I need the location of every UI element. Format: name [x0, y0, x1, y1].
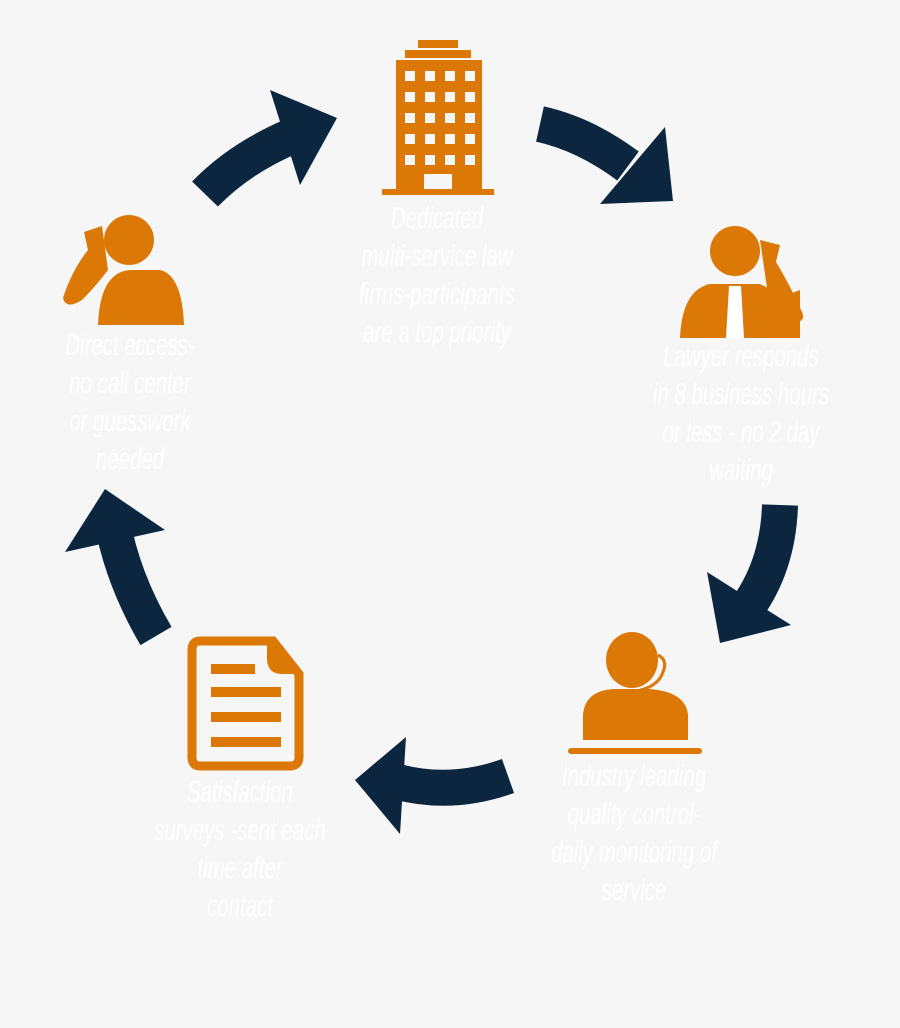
caption-line: quality control- — [567, 796, 701, 831]
caption-line: service — [601, 872, 667, 907]
caption-line: needed — [95, 441, 165, 476]
caption-quality-control: Industry leading quality control- daily … — [454, 757, 814, 909]
caption-line: time after — [197, 850, 283, 885]
caption-line: Lawyer responds — [663, 338, 819, 373]
caption-satisfaction-surveys: Satisfaction surveys -sent each time aft… — [60, 773, 420, 925]
cycle-arrow-2 — [535, 106, 639, 181]
caption-line: surveys -sent each — [154, 812, 326, 847]
arrowhead-1 — [270, 90, 337, 185]
caption-line: contact — [207, 888, 273, 923]
caption-lawyer-responds: Lawyer responds in 8 business hours or l… — [561, 337, 900, 489]
cycle-arrow-1 — [192, 119, 300, 207]
caption-line: or less - no 2 day — [662, 414, 820, 449]
caption-dedicated-firms: Dedicated multi-service law firms-partic… — [257, 199, 617, 351]
caption-line: multi-service law — [361, 238, 513, 273]
cycle-arrow-3 — [729, 504, 798, 624]
caption-line: Direct access- — [65, 327, 195, 362]
office-building-icon — [382, 40, 494, 195]
caption-direct-access: Direct access- no call center or guesswo… — [0, 326, 310, 478]
caption-line: waiting — [709, 452, 773, 487]
caption-line: no call center — [69, 365, 191, 400]
arrowhead-5 — [65, 489, 165, 552]
caption-line: firms-participants — [359, 276, 515, 311]
caption-line: Satisfaction — [187, 774, 293, 809]
arrowhead-2 — [600, 127, 673, 204]
caption-line: in 8 business hours — [652, 376, 830, 411]
caption-line: are a top priority — [363, 314, 511, 349]
caption-line: Industry leading — [561, 758, 707, 793]
person-on-phone-icon — [63, 215, 184, 325]
arrowhead-4 — [355, 737, 406, 834]
lawyer-on-phone-icon — [680, 226, 804, 338]
document-icon — [187, 636, 304, 771]
caption-line: or guesswork — [69, 403, 191, 438]
operator-headset-icon — [568, 632, 702, 754]
cycle-arrow-4 — [393, 758, 515, 806]
caption-line: daily monitoring of — [550, 834, 718, 869]
arrowhead-3 — [707, 572, 791, 643]
caption-line: Dedicated — [390, 200, 484, 235]
